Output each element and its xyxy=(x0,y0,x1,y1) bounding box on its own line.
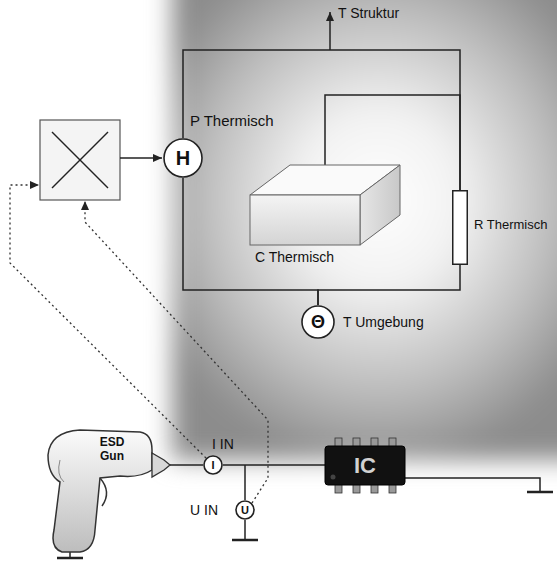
wire xyxy=(170,464,203,466)
wire xyxy=(223,464,325,466)
thermal-capacity-block: C Thermisch xyxy=(250,165,400,245)
probe-wire xyxy=(244,465,246,500)
output-label: T Struktur xyxy=(338,5,399,21)
ground-symbol xyxy=(57,557,83,560)
current-signal-line xyxy=(10,185,206,458)
power-label: P Thermisch xyxy=(190,112,274,129)
source-symbol: H xyxy=(176,147,190,170)
chip-label: IC xyxy=(354,453,376,478)
resistance-label: R Thermisch xyxy=(474,218,547,233)
ground-symbol xyxy=(527,491,553,494)
probe-symbol: I xyxy=(211,459,214,472)
probe-wire xyxy=(244,520,246,540)
voltage-probe-symbol: UU IN xyxy=(235,500,255,520)
temperature-source-symbol: ΘT Umgebung xyxy=(301,305,335,339)
wire xyxy=(318,265,460,305)
capacity-label: C Thermisch xyxy=(255,249,334,265)
source-symbol: Θ xyxy=(311,312,325,333)
ic-chip: IC xyxy=(325,438,405,493)
resistor-symbol-outline xyxy=(452,190,468,265)
probe-symbol: U xyxy=(241,504,249,517)
power-arrow xyxy=(120,157,162,159)
multiplier-block xyxy=(40,120,120,200)
thermal-capacity-block-outline xyxy=(250,165,400,245)
voltage-signal-line xyxy=(85,201,268,503)
signal-label: I IN xyxy=(212,436,234,452)
ambient-label: T Umgebung xyxy=(343,314,424,330)
signal-label: U IN xyxy=(190,502,218,518)
gun-label: ESD Gun xyxy=(92,436,132,464)
temperature-output-arrow xyxy=(329,12,331,50)
ground-symbol xyxy=(232,539,258,542)
esd-gun: ESD Gun xyxy=(40,420,170,560)
heat-source-symbol: HP Thermisch xyxy=(163,138,203,178)
resistor-symbol: R Thermisch xyxy=(452,190,468,265)
ground-wire xyxy=(405,478,540,492)
current-probe-symbol: II IN xyxy=(203,455,223,475)
